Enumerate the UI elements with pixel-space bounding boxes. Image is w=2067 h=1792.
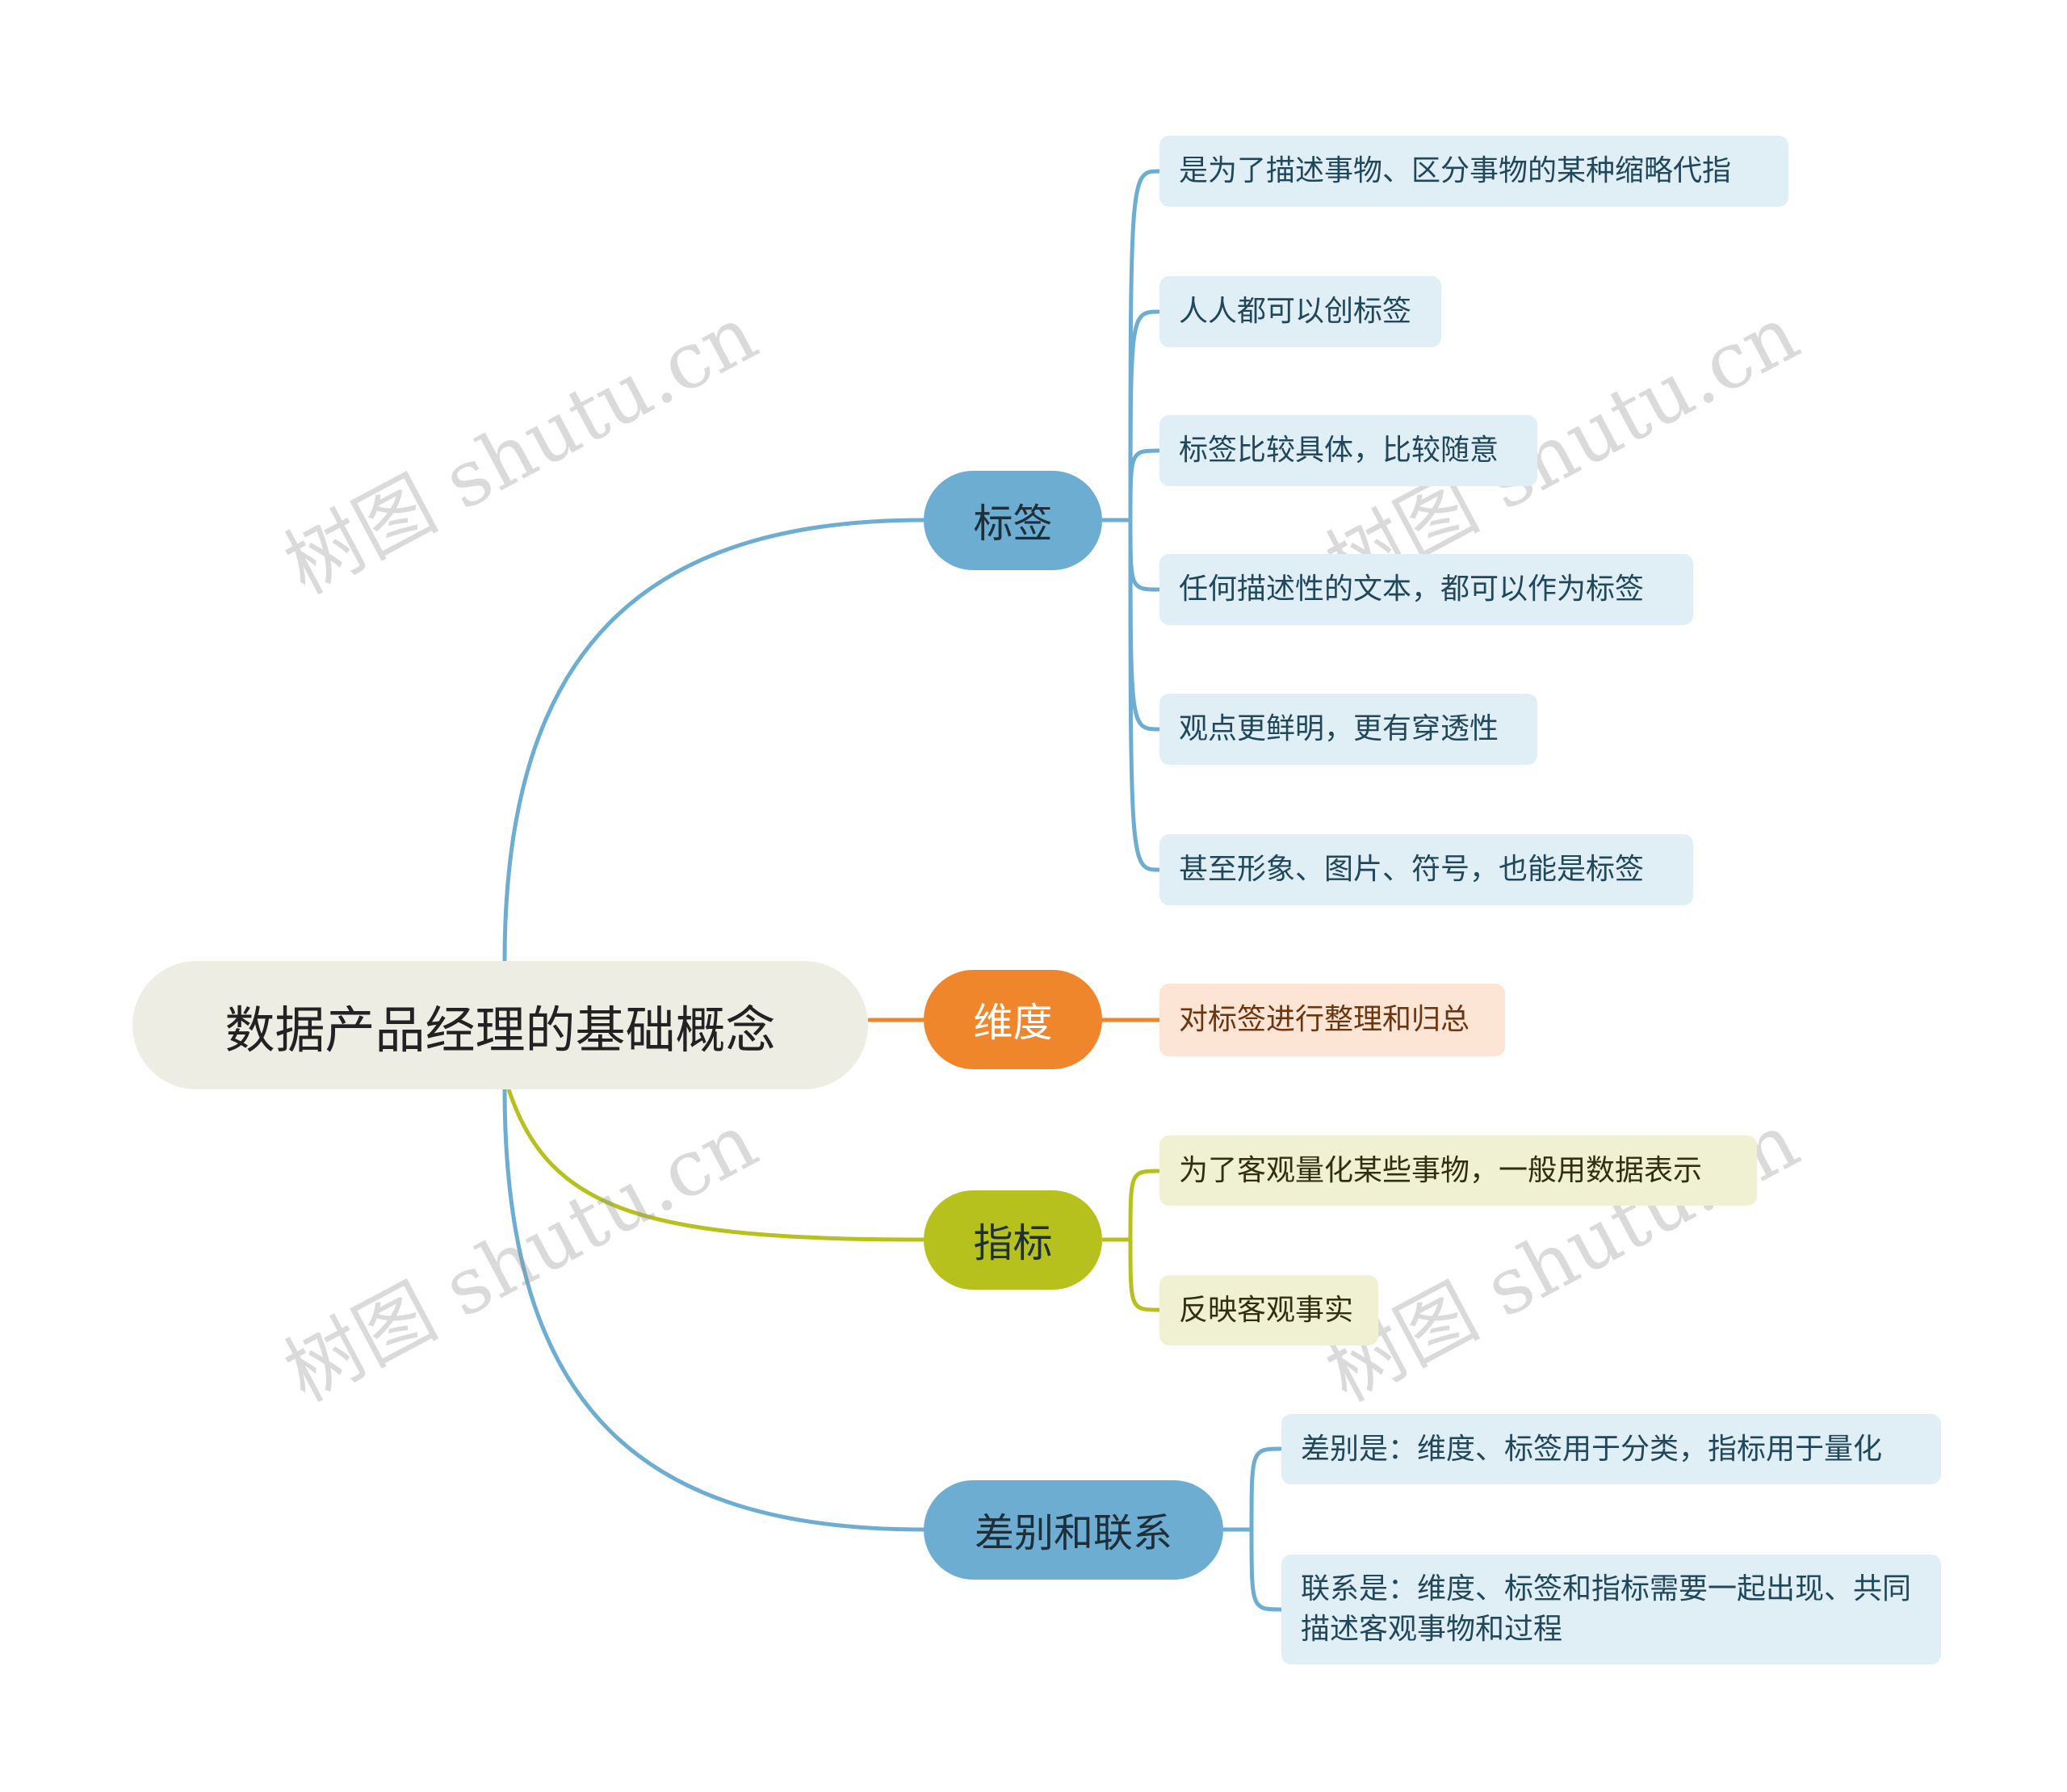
leaf-node[interactable]: 任何描述性的文本，都可以作为标签: [1159, 554, 1693, 625]
link-branch-leaf: [1128, 519, 1160, 592]
leaf-node[interactable]: 差别是：维度、标签用于分类，指标用于量化: [1281, 1414, 1941, 1484]
root-node[interactable]: 数据产品经理的基础概念: [132, 961, 868, 1089]
leaf-node[interactable]: 观点更鲜明，更有穿透性: [1159, 694, 1537, 765]
leaf-node[interactable]: 甚至形象、图片、符号，也能是标签: [1159, 834, 1693, 905]
leaf-node[interactable]: 标签比较具体，比较随意: [1159, 415, 1537, 486]
link-branch-leaf: [1128, 1169, 1160, 1240]
link-root-difference: [502, 1089, 924, 1532]
branch-node-dimension[interactable]: 维度: [924, 970, 1102, 1069]
link-branch-leaf: [1128, 519, 1160, 872]
link-root-tags: [502, 518, 924, 962]
branch-node-tags[interactable]: 标签: [924, 471, 1102, 570]
leaf-node[interactable]: 联系是：维度、标签和指标需要一起出现、共同描述客观事物和过程: [1281, 1555, 1941, 1664]
link-branch-leaf: [1128, 1239, 1160, 1312]
leaf-node[interactable]: 人人都可以创标签: [1159, 276, 1441, 347]
link-branch-leaf: [1128, 309, 1160, 521]
leaf-node[interactable]: 为了客观量化某些事物，一般用数据表示: [1159, 1135, 1757, 1206]
link-branch-leaf: [1128, 519, 1160, 732]
leaf-node[interactable]: 是为了描述事物、区分事物的某种缩略代指: [1159, 136, 1788, 207]
link-branch-leaf: [1128, 448, 1160, 521]
leaf-node[interactable]: 反映客观事实: [1159, 1275, 1378, 1345]
link-branch-leaf: [1249, 1446, 1282, 1530]
branch-node-metric[interactable]: 指标: [924, 1190, 1102, 1290]
leaf-node[interactable]: 对标签进行整理和归总: [1159, 984, 1505, 1056]
link-branch-leaf: [1249, 1529, 1282, 1612]
branch-node-difference[interactable]: 差别和联系: [924, 1480, 1223, 1580]
link-root-metric: [506, 1089, 924, 1242]
